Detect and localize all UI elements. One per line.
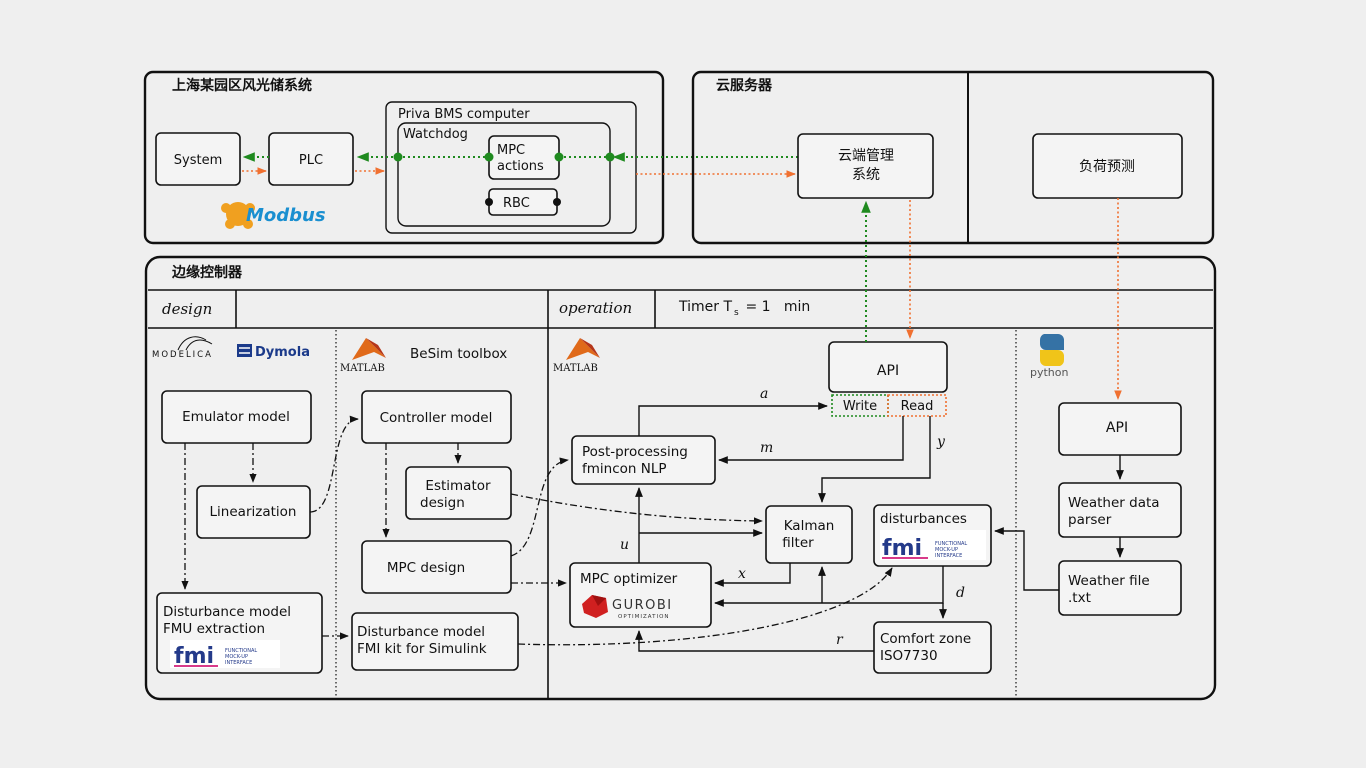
watchdog-box [397,122,611,227]
system-box [155,132,241,186]
read-port [887,394,947,417]
comfort-zone-box [873,621,992,674]
cloud-server-title: 云服务器 [716,77,773,94]
cloud-server-panel [691,70,1215,245]
modelica-logo: MODELICA [152,350,213,360]
post-processing-box [571,435,716,485]
svg-text:Dymola: Dymola [255,345,310,360]
svg-text:= 1 min: = 1 min [741,299,810,315]
svg-text:s: s [734,308,739,318]
disturbances-label: disturbances [880,511,967,527]
rbc-label: RBC [503,196,530,211]
controller-model-box [361,390,512,444]
post-processing-label-1: Post-processing [582,444,688,460]
kalman-filter-label-1: Kalman [784,518,835,534]
cloud-management-label-2: 系统 [852,167,880,183]
post-processing-label-2: fmincon NLP [582,461,667,477]
write-port [831,394,889,417]
signal-y: y [936,434,946,450]
kalman-filter-label-2: filter [782,535,814,551]
cloud-management-label-1: 云端管理 [838,148,894,164]
design-tab: design [162,300,212,318]
svg-text:FUNCTIONAL: FUNCTIONAL [225,648,257,654]
emulator-model-label: Emulator model [182,409,290,425]
signal-m: m [760,440,773,456]
svg-text:python: python [1030,366,1069,379]
read-label: Read [901,399,934,414]
load-forecast-label: 负荷预测 [1079,159,1135,175]
signal-a: a [760,386,768,402]
disturbance-kit-label-2: FMI kit for Simulink [357,641,487,657]
system-label: System [174,153,222,168]
svg-text:MOCK-UP: MOCK-UP [935,547,958,553]
disturbance-kit-label-1: Disturbance model [357,624,485,640]
python-api-label: API [1106,420,1128,436]
svg-text:INTERFACE: INTERFACE [935,553,962,559]
kalman-filter-box [765,505,853,564]
cloud-management-box [797,133,934,199]
disturbance-fmu-label-1: Disturbance model [163,604,291,620]
weather-file-label-1: Weather file [1068,573,1150,589]
mpc-design-box [361,540,512,594]
comfort-zone-label-1: Comfort zone [880,631,971,647]
signal-u: u [620,537,629,553]
besim-toolbox-label: BeSim toolbox [410,346,507,362]
svg-text:OPTIMIZATION: OPTIMIZATION [618,614,670,620]
fmi-logo-operation: fmi FUNCTIONAL MOCK-UP INTERFACE [880,530,986,561]
weather-file-label-2: .txt [1068,590,1091,606]
edge-controller-title: 边缘控制器 [171,264,243,281]
svg-text:MOCK-UP: MOCK-UP [225,654,248,660]
operation-api-box [828,341,948,393]
svg-text:GUROBI: GUROBI [612,598,673,613]
estimator-design-box [405,466,512,520]
priva-bms-label: Priva BMS computer [398,107,530,122]
timer-label: Timer T s = 1 min [678,299,810,318]
priva-bms-box [385,101,637,234]
estimator-design-label-2: design [420,495,465,511]
signal-x: x [738,566,746,582]
signal-r: r [836,632,844,648]
estimator-design-label-1: Estimator [425,478,491,494]
plc-label: PLC [299,153,323,168]
edge-controller-panel [144,255,1217,701]
mpc-design-label: MPC design [387,560,465,576]
load-forecast-box [1032,133,1183,199]
svg-text:fmi: fmi [174,644,214,669]
dymola-logo: Dymola [237,344,310,360]
linearization-label: Linearization [210,504,297,520]
mpc-actions-label-1: MPC [497,143,525,158]
svg-text:INTERFACE: INTERFACE [225,660,252,666]
operation-tab: operation [559,299,632,317]
weather-parser-label-2: parser [1068,512,1112,528]
weather-parser-label-1: Weather data [1068,495,1160,511]
svg-text:MATLAB: MATLAB [553,363,598,374]
write-label: Write [843,399,877,414]
modbus-logo: Modbus [221,202,326,229]
disturbance-fmu-label-2: FMU extraction [163,621,265,637]
gurobi-logo: GUROBI OPTIMIZATION [582,595,673,620]
svg-text:Timer T: Timer T [678,299,732,315]
weather-file-box [1058,560,1182,616]
comfort-zone-label-2: ISO7730 [880,648,938,664]
svg-text:Modbus: Modbus [246,205,326,226]
svg-text:FUNCTIONAL: FUNCTIONAL [935,541,967,547]
svg-text:fmi: fmi [882,536,922,561]
campus-system-title: 上海某园区风光储系统 [172,77,312,94]
plc-box [268,132,354,186]
mpc-actions-label-2: actions [497,159,544,174]
fmi-logo-design: fmi FUNCTIONAL MOCK-UP INTERFACE [170,640,280,669]
watchdog-label: Watchdog [403,127,468,142]
signal-d: d [956,585,965,601]
svg-text:MATLAB: MATLAB [340,363,385,374]
mpc-optimizer-label: MPC optimizer [580,571,678,587]
emulator-model-box [161,390,312,444]
python-logo: python [1030,334,1069,379]
operation-api-label: API [877,363,899,379]
matlab-logo-operation: MATLAB [553,338,600,374]
matlab-logo-design: MATLAB [340,338,386,374]
disturbance-kit-box [351,612,519,671]
controller-model-label: Controller model [380,410,493,426]
